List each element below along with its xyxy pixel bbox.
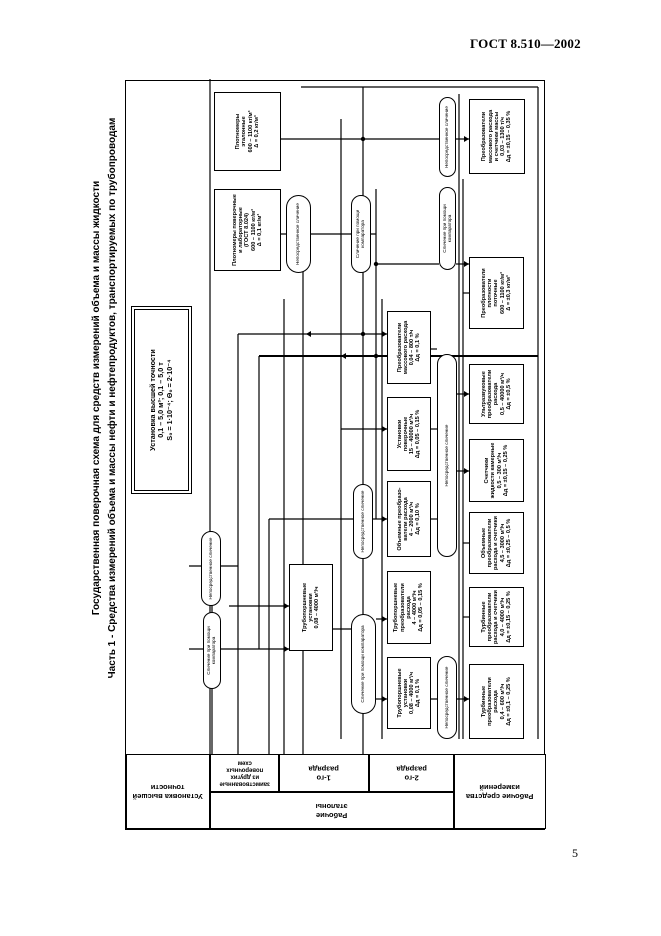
- scheme-box-line: Δд = 0,1 %: [415, 333, 422, 362]
- transfer-oval-rsi-comparator: Сличение при помощи компаратора: [439, 187, 456, 270]
- scheme-box-line: преобразователи расхода: [399, 583, 412, 632]
- standard-number: ГОСТ 8.510—2002: [470, 36, 581, 51]
- figure-title-line2: Часть 1 - Средства измерений объема и ма…: [106, 117, 118, 679]
- legend-cell-working-etalons: Рабочие эталоны: [210, 792, 454, 829]
- scheme-canvas: Установка высшей точности Рабочие эталон…: [125, 79, 546, 830]
- verification-scheme-figure: Установка высшей точности Рабочие эталон…: [125, 79, 546, 830]
- transfer-oval-uvt-direct: Непосредственное сличение: [201, 531, 221, 606]
- scheme-box-line: Δд = ±0,15 – 0,35 %: [506, 110, 513, 163]
- figure-title-line1: Государственная поверочная схема для сре…: [91, 180, 102, 616]
- transfer-oval-rank1-direct: Непосредственное сличение: [353, 484, 373, 559]
- transfer-oval-rank2-direct-long: Непосредственное сличение: [437, 354, 457, 557]
- scheme-box-line: Δ = 0,1 кг/м³: [256, 213, 263, 247]
- legend-cell-borrowed: заимствованные из других поверочных схем: [210, 754, 279, 792]
- scheme-box-line: Δд = 0,05 – 0,15 %: [418, 583, 425, 632]
- scheme-box-line: Δд = 0,10 %: [415, 503, 422, 535]
- page-number: 5: [572, 846, 578, 860]
- transfer-oval-rank1-comparator: Сличение при помощи компаратора: [351, 614, 376, 714]
- scheme-box-line: Δд = ±0,15 – 0,25 %: [502, 444, 509, 497]
- legend-cell-rank2: 2-го разряда: [369, 754, 454, 792]
- legend-cell-rank1: 1-го разряда: [279, 754, 369, 792]
- scheme-box-line: Δд = ±0,25 – 0,5 %: [505, 518, 512, 568]
- scheme-box-line: Δд = 0,1 %: [415, 678, 422, 708]
- scheme-box-line: Δд = ±0,5 %: [505, 378, 512, 410]
- scheme-box-line: Δ = 0,2 кг/м³: [253, 115, 260, 148]
- scheme-box-line: S₀ = 1·10⁻⁴; Θ₀ = 2·10⁻⁴: [164, 359, 174, 441]
- transfer-oval-uvt-comparator: Сличение при помощи компаратора: [203, 612, 221, 689]
- figure-title: Государственная поверочная схема для сре…: [86, 78, 124, 718]
- scheme-box-line: Δд = ±0,15 – 0,25 %: [505, 591, 512, 643]
- transfer-oval-rank2-direct-short: Непосредственное сличение: [437, 656, 457, 739]
- scheme-box-line: 0,08 – 4000 м³/ч: [314, 586, 321, 629]
- scheme-box-line: Δд = 0,05 – 0,15 %: [415, 409, 422, 459]
- legend-cell-uvt: Установка высшей точности: [126, 754, 210, 829]
- transfer-oval-density-comparator: Сличение при помощи компаратора: [351, 195, 371, 273]
- transfer-oval-rsi-direct: Непосредственное сличение: [439, 97, 456, 177]
- scheme-box-line: Δд = ±0,1 – 0,25 %: [505, 677, 512, 726]
- scheme-box-line: Δ = ±0,3 кг/м³: [505, 275, 512, 311]
- legend-cell-rsi: Рабочие средства измерений: [454, 754, 546, 829]
- transfer-oval-density-direct: Непосредственное сличение: [286, 195, 311, 273]
